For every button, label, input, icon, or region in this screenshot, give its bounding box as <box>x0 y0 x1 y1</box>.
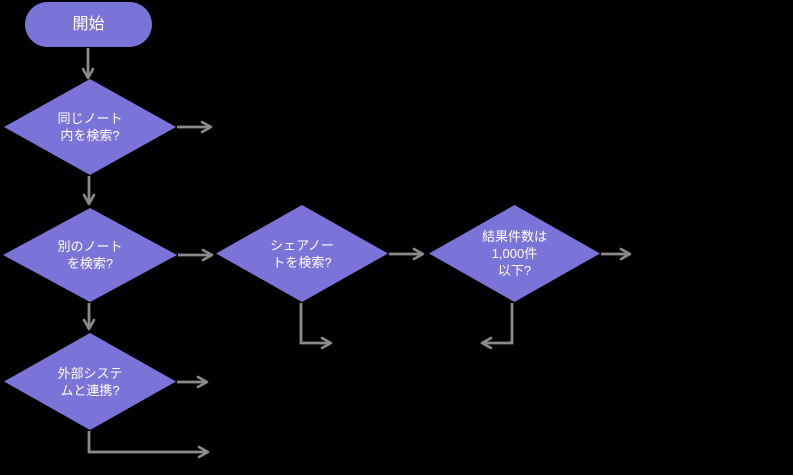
connector-arrow <box>480 303 514 350</box>
connector-arrow <box>299 303 333 350</box>
connector-arrow <box>87 431 210 459</box>
start-terminator-node: 開始 <box>25 2 152 47</box>
